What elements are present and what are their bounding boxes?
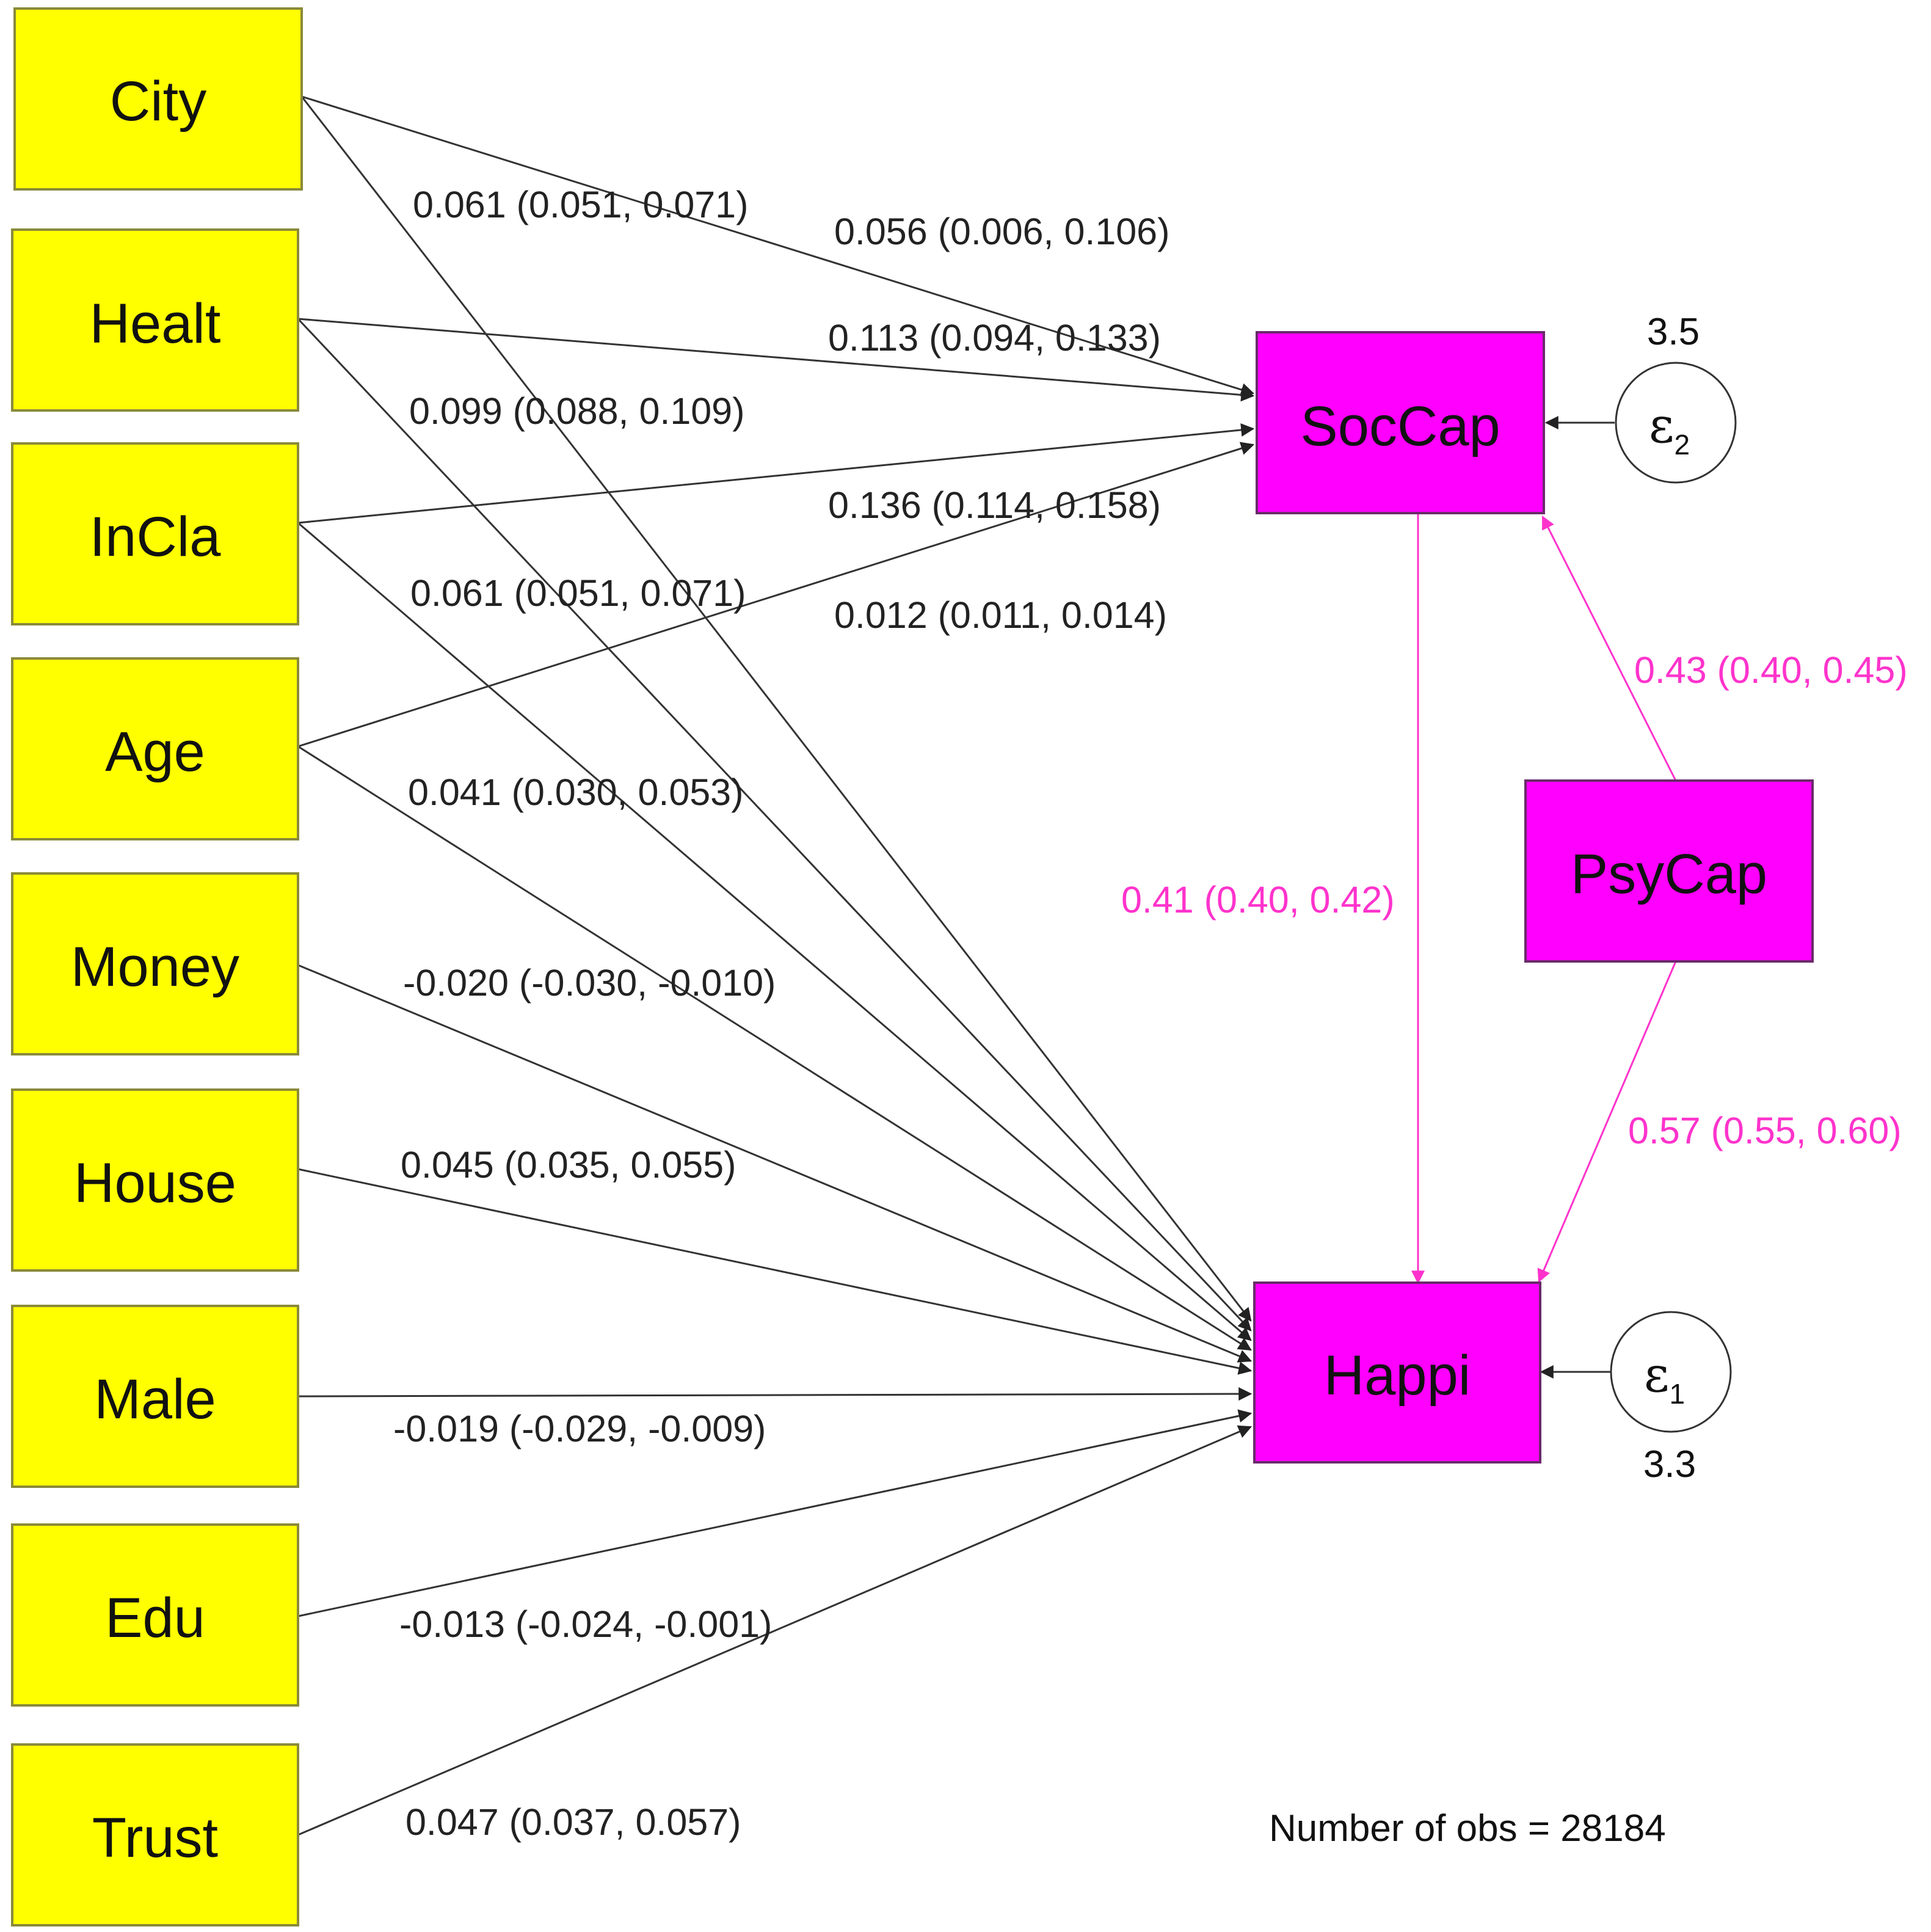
node-house: House bbox=[11, 1088, 299, 1272]
node-psycap: PsyCap bbox=[1524, 779, 1814, 963]
path-age-soccap bbox=[297, 442, 1255, 748]
node-label-healt: Healt bbox=[90, 293, 221, 355]
error-e1-variance: 3.3 bbox=[1643, 1443, 1696, 1485]
path-incla-happi bbox=[297, 522, 1252, 1341]
coef-happi-incla: 0.061 (0.051, 0.071) bbox=[410, 572, 746, 614]
path-male-happi bbox=[297, 1387, 1253, 1401]
node-happi: Happi bbox=[1253, 1281, 1541, 1464]
path-city-happi bbox=[300, 96, 1252, 1322]
node-edu: Edu bbox=[11, 1523, 299, 1707]
node-soccap: SocCap bbox=[1256, 331, 1545, 514]
coef-psycap-happi: 0.57 (0.55, 0.60) bbox=[1628, 1110, 1902, 1151]
paths-to-soccap bbox=[297, 95, 1255, 748]
node-label-age: Age bbox=[105, 721, 205, 783]
node-label-house: House bbox=[74, 1152, 236, 1214]
path-edu-happi bbox=[297, 1409, 1253, 1617]
coef-psycap-soccap: 0.43 (0.40, 0.45) bbox=[1634, 649, 1908, 691]
path-healt-happi bbox=[297, 318, 1252, 1332]
node-label-trust: Trust bbox=[92, 1807, 218, 1869]
node-age: Age bbox=[11, 657, 299, 840]
path-house-happi bbox=[297, 1168, 1253, 1375]
error-e1: ε1 3.3 bbox=[1610, 1311, 1732, 1485]
coef-happi-money: -0.020 (-0.030, -0.010) bbox=[403, 962, 776, 1004]
coef-happi-male: -0.019 (-0.029, -0.009) bbox=[393, 1408, 766, 1449]
error-e2: ε2 3.5 bbox=[1615, 311, 1737, 484]
path-incla-soccap bbox=[297, 423, 1255, 524]
node-label-city: City bbox=[110, 70, 206, 133]
predictor-boxes: City Healt InCla Age Money House Male E bbox=[11, 7, 303, 1927]
node-label-edu: Edu bbox=[105, 1587, 205, 1649]
coef-happi-age: 0.041 (0.030, 0.053) bbox=[408, 771, 743, 813]
error-terms: ε2 3.5 ε1 3.3 bbox=[1610, 311, 1737, 1485]
coefficient-labels: 0.061 (0.051, 0.071) 0.056 (0.006, 0.106… bbox=[393, 184, 1169, 1843]
node-healt: Healt bbox=[11, 228, 299, 412]
paths-to-happi bbox=[297, 96, 1253, 1836]
path-psycap-happi bbox=[1537, 961, 1677, 1283]
coef-soccap-happi: 0.41 (0.40, 0.42) bbox=[1121, 879, 1395, 920]
node-trust: Trust bbox=[11, 1743, 299, 1927]
node-label-male: Male bbox=[94, 1368, 216, 1431]
coef-soccap-age: 0.012 (0.011, 0.014) bbox=[834, 594, 1167, 636]
node-city: City bbox=[13, 7, 303, 191]
coef-soccap-incla: 0.136 (0.114, 0.158) bbox=[828, 484, 1161, 526]
node-label-money: Money bbox=[71, 936, 239, 998]
error-e1-symbol: ε1 bbox=[1644, 1346, 1685, 1410]
node-label-soccap: SocCap bbox=[1300, 395, 1500, 457]
coef-soccap-healt: 0.113 (0.094, 0.133) bbox=[828, 317, 1161, 359]
error-e2-symbol: ε2 bbox=[1649, 397, 1690, 461]
path-money-happi bbox=[297, 964, 1253, 1363]
path-city-soccap bbox=[301, 95, 1255, 396]
node-incla: InCla bbox=[11, 442, 299, 625]
node-money: Money bbox=[11, 872, 299, 1055]
path-psycap-soccap bbox=[1541, 516, 1677, 781]
path-trust-happi bbox=[297, 1425, 1253, 1836]
node-label-incla: InCla bbox=[90, 506, 222, 568]
error-paths bbox=[1540, 416, 1615, 1379]
coef-happi-healt: 0.099 (0.088, 0.109) bbox=[409, 390, 744, 432]
coef-happi-trust: 0.047 (0.037, 0.057) bbox=[405, 1801, 741, 1843]
node-label-psycap: PsyCap bbox=[1571, 843, 1767, 905]
structural-coefficient-labels: 0.43 (0.40, 0.45) 0.41 (0.40, 0.42) 0.57… bbox=[1121, 649, 1908, 1151]
coef-happi-edu: -0.013 (-0.024, -0.001) bbox=[399, 1603, 772, 1645]
coef-happi-house: 0.045 (0.035, 0.055) bbox=[401, 1144, 736, 1186]
node-label-happi: Happi bbox=[1324, 1344, 1471, 1407]
coef-happi-city: 0.061 (0.051, 0.071) bbox=[413, 184, 748, 225]
path-healt-soccap bbox=[297, 318, 1255, 402]
error-e2-variance: 3.5 bbox=[1647, 311, 1700, 353]
outcome-boxes: SocCap Happi PsyCap bbox=[1253, 331, 1814, 1464]
coef-soccap-city: 0.056 (0.006, 0.106) bbox=[834, 211, 1169, 252]
structural-paths bbox=[1411, 514, 1677, 1285]
node-male: Male bbox=[11, 1305, 299, 1488]
path-age-happi bbox=[297, 745, 1252, 1351]
obs-count: Number of obs = 28184 bbox=[1269, 1807, 1666, 1850]
